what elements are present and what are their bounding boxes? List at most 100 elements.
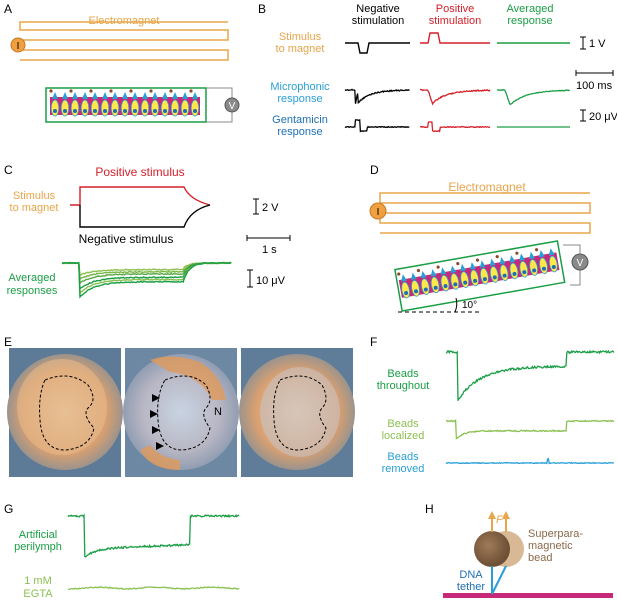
row-stim-line2: to magnet (10, 202, 59, 214)
arrowhead-marker (150, 410, 158, 418)
micrograph-3 (239, 348, 355, 477)
hair-cell (149, 89, 160, 117)
angle-arc (454, 297, 458, 313)
hair-cell (100, 92, 110, 117)
panel-letter-d: D (370, 163, 379, 177)
hair-cell (189, 89, 200, 117)
averaged-response-traces (61, 261, 232, 299)
tether-label-line1: DNA (459, 569, 483, 581)
row2-line2: localized (382, 430, 425, 442)
chamber-outline (394, 240, 566, 312)
row-stim-line1: Stimulus (279, 31, 322, 43)
voltmeter-label: V (577, 258, 584, 269)
current-label: I (377, 207, 380, 218)
hair-cell (456, 262, 470, 288)
row2-line1: Beads (387, 418, 419, 430)
scale-10uv-label: 10 μV (256, 275, 286, 287)
scale-1v-label: 1 V (589, 38, 606, 50)
hair-cell (489, 258, 499, 283)
hair-cell (416, 268, 430, 295)
hair-cell (129, 89, 140, 117)
hair-cell (397, 272, 411, 299)
scale-1s-label: 1 s (262, 244, 277, 256)
voltmeter (571, 253, 589, 271)
col-positive-line1: Positive (436, 3, 475, 15)
tilted-chamber (394, 240, 566, 312)
averaged-trace (61, 261, 232, 282)
hair-cell (120, 92, 130, 117)
row-genta-line2: response (277, 126, 322, 138)
panel-g: G Artificial perilymph 1 mM EGTA (4, 502, 240, 600)
current-source (369, 202, 387, 220)
bead-label-line3: bead (528, 552, 552, 564)
trace-beads-removed (445, 457, 615, 465)
substrate (443, 593, 613, 598)
negative-stimulus-label: Negative stimulus (79, 232, 174, 246)
row3-line2: removed (382, 463, 425, 475)
electromagnet-label: Electromagnet (448, 180, 526, 194)
col-averaged-line1: Averaged (507, 3, 554, 15)
trace-stim-positive (420, 32, 490, 44)
trace-c-positive (70, 186, 211, 206)
electrode-wire-lower (570, 270, 581, 286)
hair-cell (89, 89, 100, 117)
hair-cell (69, 89, 80, 117)
trace-beads-throughout (445, 349, 615, 401)
hair-cell (109, 89, 120, 117)
panel-letter-f: F (370, 335, 377, 349)
row1-line1: Beads (387, 368, 419, 380)
row-avg-line2: responses (7, 285, 58, 297)
trace-micro-average (496, 88, 571, 106)
force-arrowhead (488, 511, 496, 519)
trace-micro-positive (419, 88, 491, 106)
row1-line1: Artificial (19, 529, 58, 541)
electrode-wire (206, 87, 233, 101)
hair-cell (180, 92, 190, 117)
scale-100ms-label: 100 ms (576, 80, 613, 92)
angle-label: 10° (462, 300, 477, 311)
tether-label-line2: tether (457, 581, 485, 593)
panel-letter-h: H (425, 502, 434, 516)
hair-cell (410, 272, 420, 297)
trace-egta (67, 585, 240, 591)
electrode-wire-lower (206, 109, 233, 123)
hair-cell (160, 92, 170, 117)
electrode-wire (563, 244, 581, 256)
panel-b: B Negative stimulation Positive stimulat… (258, 2, 617, 138)
panel-letter-a: A (4, 2, 12, 16)
hair-cell (430, 269, 440, 294)
electromagnet-label: Electromagnet (89, 15, 160, 27)
outline-region (39, 375, 95, 451)
row1-line2: throughout (377, 380, 430, 392)
voltmeter (224, 97, 240, 113)
hair-cell (49, 89, 60, 117)
panel-d: D Electromagnet I V 10° (369, 163, 591, 313)
trace-beads-localized (446, 418, 615, 440)
hair-cell (140, 92, 150, 117)
arrowhead-marker (156, 442, 164, 450)
positive-stimulus-label: Positive stimulus (95, 165, 184, 179)
hair-cell (535, 248, 548, 275)
hair-cell (60, 92, 70, 117)
hair-cell (548, 248, 558, 273)
row-genta-line1: Gentamicin (272, 114, 328, 126)
hair-cell (470, 262, 479, 287)
row-avg-line1: Averaged (9, 272, 56, 284)
hair-cell (436, 265, 450, 292)
force-label: F (496, 514, 504, 526)
col-negative-line2: stimulation (352, 15, 405, 27)
bead (474, 531, 510, 567)
hair-cell (515, 251, 529, 278)
row3-line1: Beads (387, 451, 419, 463)
micrograph-2: N (123, 348, 239, 477)
force-arrowhead-2 (502, 511, 510, 519)
row2-line1: 1 mM (24, 575, 52, 587)
hair-cell (495, 255, 509, 282)
hair-cell (450, 265, 460, 290)
current-label: I (17, 41, 20, 52)
chamber-outline (45, 87, 207, 123)
bead-label-line2: magnetic (528, 540, 573, 552)
averaged-trace (62, 261, 232, 277)
panel-letter-c: C (4, 163, 13, 177)
